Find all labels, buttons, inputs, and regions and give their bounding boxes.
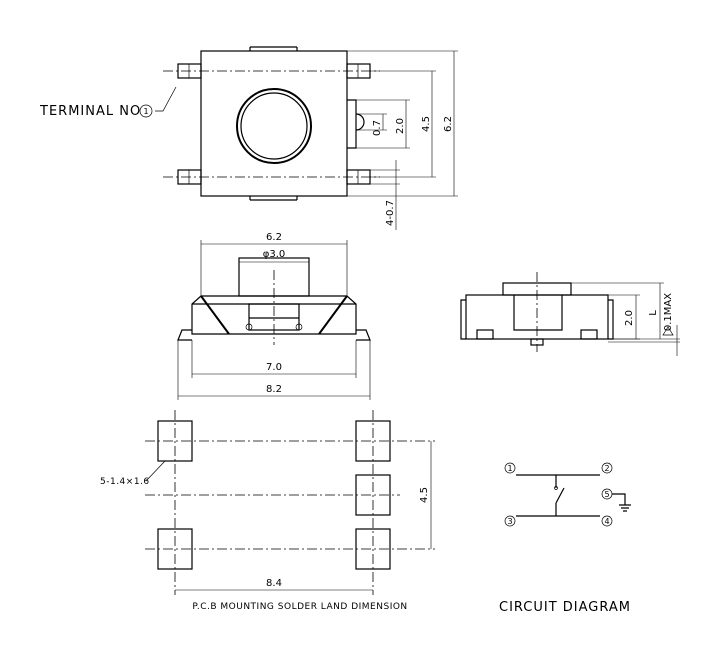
pcb-land-view: 4.5 8.4 5-1.4×1.6 P.C.B MOUNTING SOLDER … — [100, 410, 435, 612]
circuit-pin-2 — [601, 462, 613, 474]
dim-top-62: 6.2 — [443, 116, 454, 132]
circuit-diagram: 1 2 3 4 5 CIRCUIT DIAGRAM — [499, 462, 631, 615]
terminal-label: TERMINAL NO — [39, 104, 141, 119]
circuit-pin-1 — [504, 462, 516, 474]
dim-top-20: 2.0 — [395, 118, 406, 134]
svg-text:4: 4 — [604, 517, 609, 526]
dim-side-L: L — [648, 310, 659, 316]
dim-top-45: 4.5 — [421, 116, 432, 132]
terminal-number-circle — [139, 104, 153, 118]
dim-top-07: 0.7 — [372, 120, 383, 136]
dim-pcb-land: 5-1.4×1.6 — [100, 477, 150, 487]
dim-side-20: 2.0 — [624, 310, 635, 326]
dim-pcb-45: 4.5 — [419, 487, 430, 503]
terminal-number: 1 — [143, 107, 148, 116]
circuit-pin-4 — [601, 515, 613, 527]
side-view: 2.0 L 0.1MAX — [460, 272, 680, 356]
circuit-title: CIRCUIT DIAGRAM — [499, 600, 631, 615]
front-view: 6.2 φ3.0 7.0 8.2 — [177, 232, 371, 400]
top-view: 0.7 2.0 4.5 6.2 4-0.7 TERMINAL NO 1 — [39, 46, 458, 230]
svg-text:1: 1 — [507, 464, 512, 473]
top-plunger — [236, 88, 312, 164]
pcb-title: P.C.B MOUNTING SOLDER LAND DIMENSION — [192, 602, 407, 612]
dim-front-82: 8.2 — [266, 384, 282, 395]
dim-side-01max: 0.1MAX — [663, 293, 674, 331]
dim-top-4-07: 4-0.7 — [385, 200, 396, 226]
svg-text:5: 5 — [604, 490, 609, 499]
top-body — [200, 50, 348, 197]
circuit-pin-3 — [504, 515, 516, 527]
ground-icon — [612, 493, 631, 512]
dim-front-70: 7.0 — [266, 362, 282, 373]
svg-text:3: 3 — [507, 517, 512, 526]
dim-front-62: 6.2 — [266, 232, 282, 243]
dim-pcb-84: 8.4 — [266, 578, 282, 589]
dim-front-phi30: φ3.0 — [263, 249, 286, 260]
svg-text:2: 2 — [604, 464, 609, 473]
